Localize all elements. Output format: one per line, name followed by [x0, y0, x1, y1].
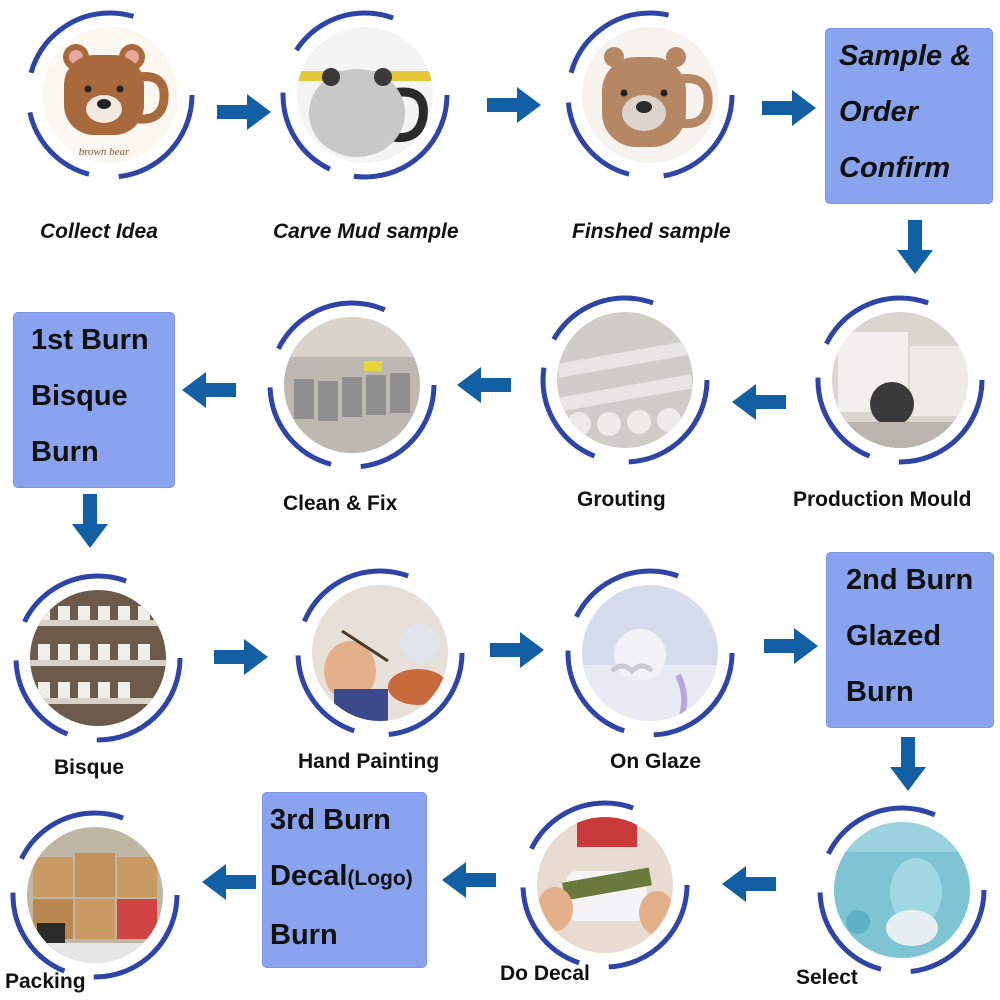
step-production-mould	[810, 290, 990, 470]
arrow-down-icon	[888, 735, 928, 793]
ring-decoration	[10, 810, 180, 980]
do-decal-label: Do Decal	[500, 962, 590, 985]
select-label: Select	[796, 966, 858, 989]
sample-order-confirm-box: Sample & Order Confirm	[825, 28, 993, 204]
step-select	[812, 800, 992, 980]
box-line: Order	[839, 96, 918, 128]
second-burn-glazed-box: 2nd Burn Glazed Burn	[826, 552, 994, 728]
ring-decoration	[280, 10, 450, 180]
step-finished-sample	[560, 5, 740, 185]
grouting-image	[557, 312, 693, 448]
on-glaze-image	[582, 585, 718, 721]
packing-boxes-image	[27, 827, 163, 963]
collect-idea-label: Collect Idea	[40, 220, 158, 243]
arrow-left-icon	[455, 365, 513, 405]
step-grouting	[535, 290, 715, 470]
ring-decoration	[267, 300, 437, 470]
arrow-right-icon	[212, 637, 270, 677]
box-line: Burn	[846, 676, 914, 708]
ring-decoration	[565, 568, 735, 738]
arrow-right-icon	[485, 85, 543, 125]
bear-mug-sketch-image: brown bear	[42, 27, 178, 163]
arrow-left-icon	[180, 370, 238, 410]
ring-decoration	[25, 10, 195, 180]
ring-decoration	[817, 805, 987, 975]
clean-fix-label: Clean & Fix	[283, 492, 398, 515]
first-burn-bisque-box: 1st Burn Bisque Burn	[13, 312, 175, 488]
box-line: 3rd Burn	[270, 804, 391, 836]
hand-painting-label: Hand Painting	[298, 750, 440, 773]
ring-decoration	[540, 295, 710, 465]
ring-decoration	[520, 800, 690, 970]
carve-mud-sample-label: Carve Mud sample	[273, 220, 459, 243]
third-burn-decal-box: 3rd Burn Decal(Logo) Burn	[262, 792, 427, 968]
box-line: Glazed	[846, 620, 942, 652]
arrow-down-icon	[70, 492, 110, 550]
bisque-label: Bisque	[54, 756, 125, 779]
arrow-left-icon	[440, 860, 498, 900]
arrow-right-icon	[215, 92, 273, 132]
finished-sample-label: Finshed sample	[572, 220, 731, 243]
arrow-down-icon	[895, 218, 935, 276]
ring-decoration	[565, 10, 735, 180]
logo-text: (Logo)	[347, 867, 413, 890]
step-on-glaze	[560, 563, 740, 743]
arrow-left-icon	[720, 864, 778, 904]
box-line: Decal(Logo)	[270, 848, 427, 907]
step-do-decal	[515, 795, 695, 975]
step-hand-painting	[290, 563, 470, 743]
box-line: Sample &	[839, 40, 972, 72]
packing-label: Packing	[5, 970, 86, 993]
clean-fix-image	[284, 317, 420, 453]
arrow-right-icon	[762, 626, 820, 666]
arrow-left-icon	[200, 862, 258, 902]
step-clean-fix	[262, 295, 442, 475]
do-decal-image	[537, 817, 673, 953]
grouting-label: Grouting	[577, 488, 666, 511]
step-packing	[5, 805, 185, 985]
box-line: Bisque	[31, 380, 128, 412]
select-image	[834, 822, 970, 958]
production-mould-image	[832, 312, 968, 448]
mud-sample-image	[297, 27, 433, 163]
box-line: 2nd Burn	[846, 564, 974, 596]
brown-bear-caption: brown bear	[79, 146, 130, 158]
bisque-shelves-image	[30, 590, 166, 726]
arrow-left-icon	[730, 382, 788, 422]
ring-decoration	[815, 295, 985, 465]
box-line: Confirm	[839, 152, 951, 184]
on-glaze-label: On Glaze	[610, 750, 702, 773]
box-line: Burn	[31, 436, 99, 468]
finished-bear-mug-image	[582, 27, 718, 163]
step-collect-idea: brown bear	[20, 5, 200, 185]
arrow-right-icon	[488, 630, 546, 670]
step-carve-mud-sample	[275, 5, 455, 185]
production-mould-label: Production Mould	[793, 488, 972, 511]
box-line: Burn	[270, 919, 338, 951]
decal-text: Decal	[270, 860, 348, 892]
ring-decoration	[13, 573, 183, 743]
arrow-right-icon	[760, 88, 818, 128]
ring-decoration	[295, 568, 465, 738]
box-line: 1st Burn	[31, 324, 149, 356]
step-bisque	[8, 568, 188, 748]
hand-painting-image	[312, 585, 448, 721]
